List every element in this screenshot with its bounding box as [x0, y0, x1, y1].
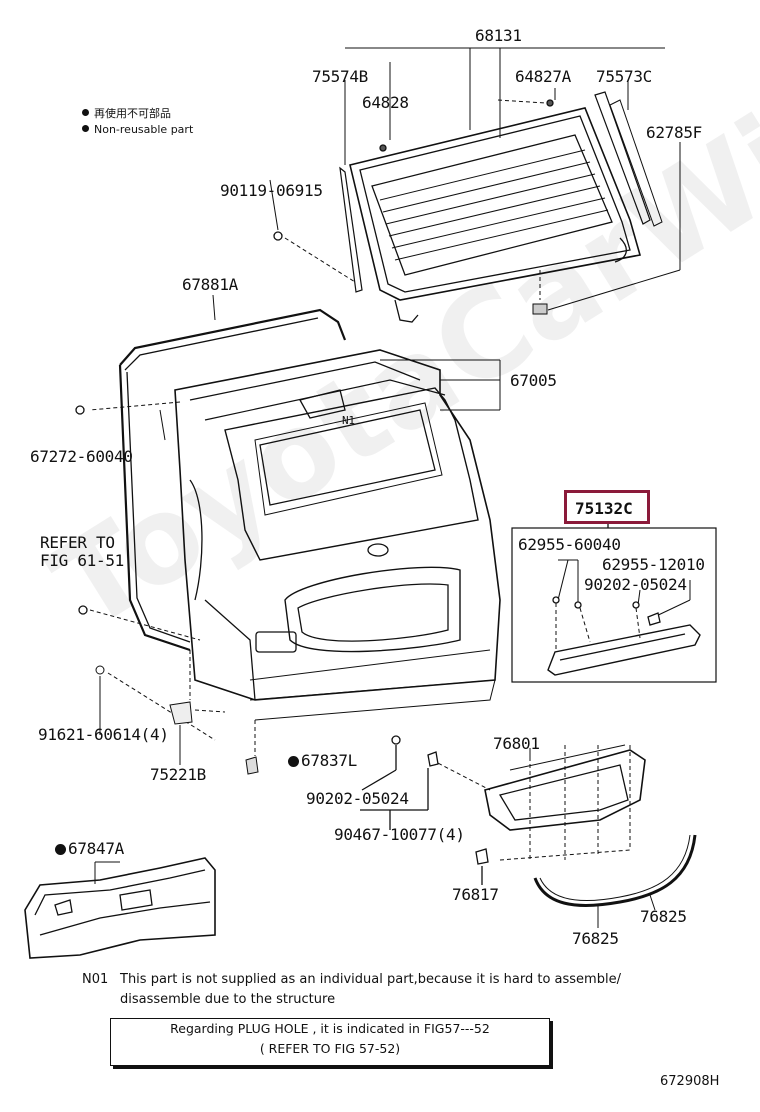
label-67881A: 67881A	[182, 275, 238, 294]
plug-hole-note: Regarding PLUG HOLE , it is indicated in…	[110, 1018, 550, 1066]
label-fig-61-51: FIG 61-51	[40, 551, 124, 570]
label-68131: 68131	[475, 26, 522, 45]
clip-icon	[78, 605, 88, 615]
highlight-75132C[interactable]: 75132C	[564, 490, 650, 524]
label-64828: 64828	[362, 93, 409, 112]
label-n1-in-diagram: N1	[342, 414, 355, 427]
license-garnish-76801	[360, 735, 646, 885]
legend: 再使用不可部品 Non-reusable part	[82, 106, 193, 138]
non-reusable-icon	[55, 844, 66, 855]
figure-id: 672908H	[660, 1074, 720, 1089]
label-75574B: 75574B	[312, 67, 368, 86]
label-91621: 91621-60614(4)	[38, 725, 169, 744]
legend-en: Non-reusable part	[94, 123, 194, 136]
bullet-icon	[82, 125, 89, 132]
label-76825-right: 76825	[640, 907, 687, 926]
label-75221B: 75221B	[150, 765, 206, 784]
label-67005: 67005	[510, 371, 557, 390]
label-64827A: 64827A	[515, 67, 571, 86]
hinge-hardware	[95, 650, 259, 775]
emblem-inset	[511, 524, 717, 683]
plug-hole-line1: Regarding PLUG HOLE , it is indicated in…	[170, 1021, 490, 1036]
bullet-icon	[82, 109, 89, 116]
label-62955-12010: 62955-12010	[602, 555, 705, 574]
label-90202-05024: 90202-05024	[306, 789, 409, 808]
label-75573C: 75573C	[596, 67, 652, 86]
label-67847A: 67847A	[55, 840, 124, 858]
legend-jp: 再使用不可部品	[94, 107, 171, 120]
label-75132C: 75132C	[575, 499, 633, 518]
clip-icon	[75, 405, 85, 415]
label-62785F: 62785F	[646, 123, 702, 142]
label-62955-60040: 62955-60040	[518, 535, 621, 554]
molding-76825	[533, 834, 697, 928]
weatherstrip-67881A	[118, 294, 347, 652]
label-90202-05024-inset: 90202-05024	[584, 575, 687, 594]
back-glass-assembly	[339, 91, 663, 323]
label-76817: 76817	[452, 885, 499, 904]
plug-hole-line2: ( REFER TO FIG 57-52)	[259, 1041, 401, 1056]
non-reusable-icon	[288, 756, 299, 767]
back-door-panel	[89, 349, 501, 721]
label-76825-left: 76825	[572, 929, 619, 948]
leaders-top	[284, 47, 681, 311]
service-cover-67847A	[24, 857, 216, 959]
label-90467: 90467-10077(4)	[334, 825, 465, 844]
label-67272: 67272-60040	[30, 447, 133, 466]
label-76801: 76801	[493, 734, 540, 753]
label-67837L: 67837L	[288, 752, 357, 770]
leaders-bottom	[159, 179, 279, 441]
label-refer-to: REFER TO	[40, 533, 115, 552]
label-90119: 90119-06915	[220, 181, 323, 200]
clip-icon	[273, 231, 283, 241]
